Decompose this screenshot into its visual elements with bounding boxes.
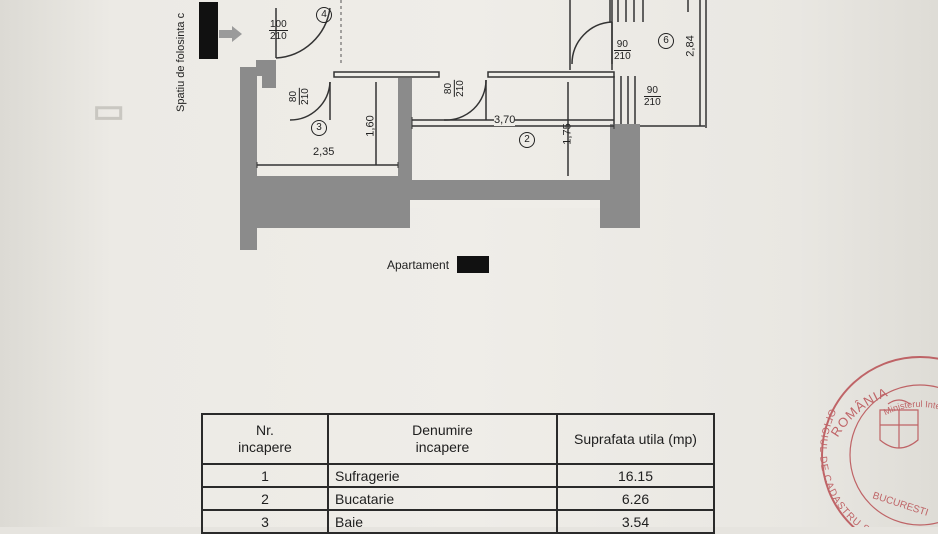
cell-area: 6.26	[556, 486, 715, 511]
cell-area: 16.15	[556, 463, 715, 488]
room-number: 4	[316, 7, 332, 23]
cell-name: Sufragerie	[327, 463, 558, 488]
stamp-line2: Ministerul Internelor si Reformei	[0, 0, 938, 455]
apartment-label: Apartament	[387, 258, 450, 272]
header-nr: Nr. incapere	[201, 413, 329, 465]
coat-of-arms-icon	[879, 399, 919, 449]
plan-walls	[240, 60, 640, 250]
table-row: 2 Bucatarie 6.26	[201, 486, 715, 511]
cell-name: Bucatarie	[327, 486, 558, 511]
dimension-label: 3,70	[494, 114, 516, 126]
table-row: 1 Sufragerie 16.15	[201, 463, 715, 488]
dimension-label: 2,35	[313, 146, 335, 158]
dimension-ticks	[256, 117, 615, 168]
room-number: 6	[658, 33, 674, 49]
table-header-row: Nr. incapere Denumire incapere Suprafata…	[201, 413, 715, 465]
redaction-bar	[199, 2, 218, 59]
stamp-line3: OFICIUL DE CADASTRU SI PUBLICITATE	[0, 0, 903, 527]
header-area: Suprafata utila (mp)	[556, 413, 715, 465]
room-number: 3	[311, 120, 327, 136]
stamp-line4: BUCURESTI	[871, 490, 929, 518]
entrance-arrow	[219, 26, 242, 42]
cell-nr: 1	[201, 463, 329, 488]
header-name: Denumire incapere	[327, 413, 558, 465]
room-number: 2	[519, 132, 535, 148]
cell-nr: 2	[201, 486, 329, 511]
redaction-bar	[457, 256, 489, 273]
